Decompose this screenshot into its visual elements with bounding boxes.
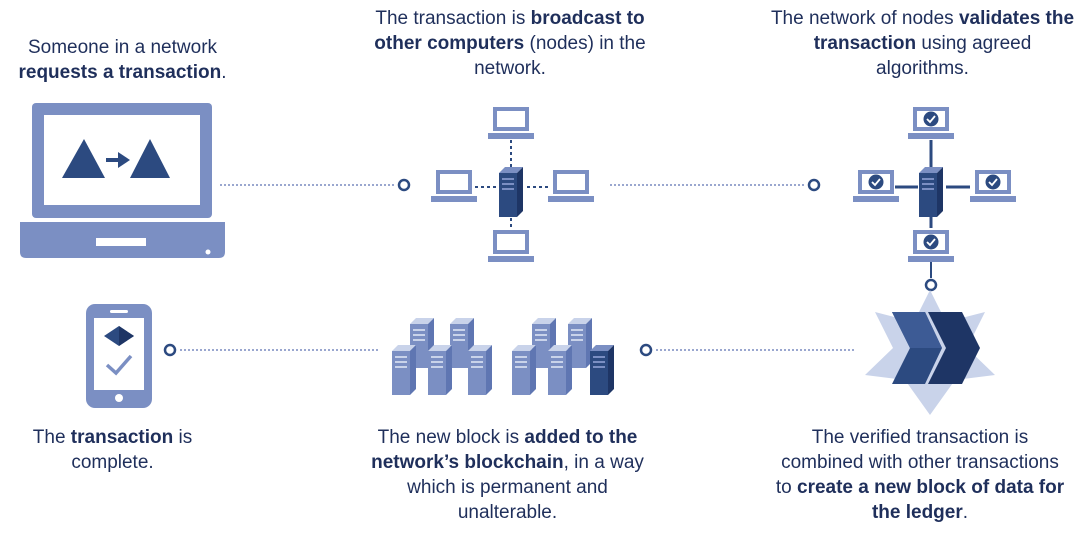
- step1-caption: Someone in a network requests a transact…: [0, 35, 245, 85]
- step3-post: using agreed algorithms.: [876, 33, 1032, 79]
- step1-bold: requests a transaction: [18, 62, 222, 83]
- step4-bold: create a new block of data for the ledge…: [797, 477, 1065, 523]
- connector-3: [639, 343, 855, 357]
- step4-pre: The verified transaction is combined wit…: [775, 427, 1059, 498]
- connector-2: [610, 178, 821, 192]
- step2-bold: broadcast to other computers: [374, 8, 645, 54]
- block-star-icon: [865, 290, 995, 415]
- step2-caption: The transaction is broadcast to other co…: [360, 6, 660, 81]
- step1-post: .: [221, 62, 227, 83]
- step5-caption: The new block is added to the network’s …: [355, 425, 660, 525]
- step6-caption: The transaction is complete.: [25, 425, 200, 475]
- connector-1: [220, 178, 411, 192]
- step4-caption: The verified transaction is combined wit…: [775, 425, 1065, 525]
- step6-pre: The: [32, 427, 66, 448]
- validate-network-icon: [852, 106, 1017, 292]
- step1-pre: Someone in a network: [27, 37, 218, 58]
- step2-pre: The transaction is: [375, 8, 526, 29]
- step3-bold: validates the transaction: [813, 8, 1075, 54]
- laptop-icon: [20, 103, 225, 258]
- connector-4: [163, 343, 380, 357]
- step3-caption: The network of nodes validates the trans…: [770, 6, 1075, 81]
- step5-bold: added to the network’s blockchain: [371, 427, 638, 473]
- step3-pre: The network of nodes: [770, 8, 954, 29]
- phone-icon: [86, 304, 152, 408]
- step6-bold: transaction: [70, 427, 174, 448]
- step5-post: , in a way which is permanent and unalte…: [407, 452, 644, 523]
- step6-post: is complete.: [71, 427, 193, 473]
- step4-post: .: [962, 502, 969, 523]
- step2-post: (nodes) in the network.: [474, 33, 646, 79]
- blockchain-servers-icon: [392, 318, 614, 395]
- step5-pre: The new block is: [377, 427, 520, 448]
- network-icon: [431, 107, 594, 262]
